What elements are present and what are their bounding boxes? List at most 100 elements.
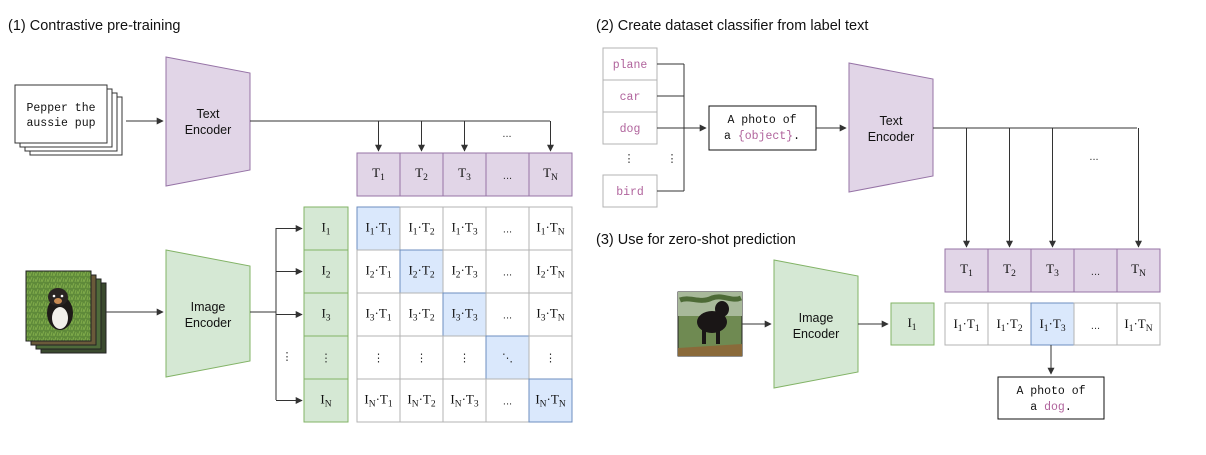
image-encoder-2: Image Encoder — [773, 259, 859, 389]
image-encoder-1-line2: Encoder — [185, 316, 232, 330]
text-embedding-2-T3: T3 — [1046, 261, 1059, 279]
matrix-cell — [528, 335, 573, 380]
section2-title: (2) Create dataset classifier from label… — [596, 18, 868, 34]
image-embedding-cell — [303, 378, 349, 423]
zero-shot-ellipsis: ... — [1091, 320, 1100, 332]
text-embedding-cell-2 — [987, 248, 1032, 293]
text-embedding-cell-2 — [1030, 248, 1075, 293]
matrix-vdots: ⋮ — [416, 353, 427, 365]
text-embedding-cell — [399, 152, 444, 197]
matrix-cell — [442, 206, 487, 251]
text-embedding-cell — [442, 152, 487, 197]
image-embedding-cell — [303, 335, 349, 380]
matrix-cell — [528, 378, 573, 423]
matrix-vdots: ⋮ — [459, 353, 470, 365]
text-embedding-2-TN: TN — [1131, 261, 1146, 279]
prediction-line1: A photo of — [1016, 385, 1085, 398]
zero-shot-score-I1-T3: I1·T3 — [1039, 316, 1065, 334]
label-dog: dog — [620, 123, 641, 136]
matrix-cell — [442, 335, 487, 380]
image-encoder-1: Image Encoder — [165, 249, 251, 378]
matrix-ellipsis: ... — [503, 267, 512, 279]
matrix-score-IN-TN: IN·TN — [535, 392, 566, 410]
image-embedding-i1: I1 — [890, 302, 935, 346]
matrix-score-I1-TN: I1·TN — [536, 220, 564, 238]
text-encoder-2: Text Encoder — [848, 62, 934, 193]
matrix-score-I2-T1: I2·T1 — [365, 263, 391, 281]
image-encoder-2-line2: Encoder — [793, 327, 840, 341]
matrix-score-I2-T3: I2·T3 — [451, 263, 477, 281]
image-embedding-I1: I1 — [321, 220, 330, 238]
template-line1: A photo of — [727, 114, 796, 127]
matrix-vdots: ⋮ — [373, 353, 384, 365]
prediction-box: A photo of a dog. — [997, 376, 1105, 420]
text-card-line2: aussie pup — [26, 117, 95, 130]
section1-title: (1) Contrastive pre-training — [8, 18, 180, 34]
matrix-cell — [356, 206, 401, 251]
image-embedding-cell — [303, 292, 349, 337]
image-encoder-1-line1: Image — [191, 300, 226, 314]
matrix-score-I1-T1: I1·T1 — [365, 220, 391, 238]
matrix-ellipsis: ... — [503, 396, 512, 408]
image-embedding-i1-label: I1 — [907, 315, 916, 333]
dog-photo-stack-icon — [25, 270, 107, 354]
matrix-cell — [485, 378, 530, 423]
text-embedding-cell — [485, 152, 530, 197]
label-box — [602, 47, 658, 81]
label-box — [602, 79, 658, 113]
text-embedding-2-ellipsis: ... — [1091, 266, 1100, 278]
matrix-cell — [399, 378, 444, 423]
label-plane: plane — [613, 59, 648, 72]
label-list-vdots-1: ⋮ — [624, 153, 635, 165]
image-embedding-cell — [303, 206, 349, 251]
text-embedding-T1: T1 — [372, 165, 385, 183]
matrix-cell — [485, 292, 530, 337]
text-embedding-cell-2 — [944, 248, 989, 293]
text-encoder-1-line2: Encoder — [185, 123, 232, 137]
zero-shot-score-I1-TN: I1·TN — [1124, 316, 1152, 334]
matrix-ellipsis: ... — [503, 224, 512, 236]
matrix-vdots: ⋮ — [545, 353, 556, 365]
image-arrows-vdots: ⋮ — [282, 351, 293, 363]
matrix-cell — [485, 335, 530, 380]
text-embedding-cell — [528, 152, 573, 197]
matrix-score-I2-T2: I2·T2 — [408, 263, 434, 281]
text-arrows-ellipsis-2: ... — [1089, 151, 1098, 163]
text-arrows-ellipsis: ... — [502, 128, 511, 140]
matrix-cell — [528, 292, 573, 337]
zero-shot-score-cell — [1073, 302, 1118, 346]
text-embedding-2-T1: T1 — [960, 261, 973, 279]
image-encoder-2-line1: Image — [799, 311, 834, 325]
zero-shot-score-I1-T2: I1·T2 — [996, 316, 1022, 334]
dog-photo-icon — [677, 291, 743, 357]
matrix-cell — [442, 292, 487, 337]
text-encoder-2-line1: Text — [880, 114, 903, 128]
matrix-cell — [528, 206, 573, 251]
zero-shot-score-I1-T1: I1·T1 — [953, 316, 979, 334]
label-car: car — [620, 91, 641, 104]
template-line2: a {object}. — [724, 130, 800, 143]
zero-shot-score-row: I1·T1 I1·T2 I1·T3... I1·TN — [944, 302, 1161, 346]
label-bird: bird — [616, 186, 644, 199]
matrix-score-IN-T1: IN·T1 — [364, 392, 393, 410]
text-encoder-1: Text Encoder — [165, 56, 251, 187]
zero-shot-score-cell — [1116, 302, 1161, 346]
text-embedding-T3: T3 — [458, 165, 471, 183]
text-encoder-2-line2: Encoder — [868, 130, 915, 144]
zero-shot-score-cell — [1030, 302, 1075, 346]
text-embedding-cell — [356, 152, 401, 197]
section3-title: (3) Use for zero-shot prediction — [596, 232, 796, 248]
zero-shot-score-cell — [944, 302, 989, 346]
matrix-score-I3-TN: I3·TN — [536, 306, 564, 324]
label-list: plane car dog bird — [602, 47, 658, 208]
label-list-vdots-2: ⋮ — [667, 153, 678, 165]
matrix-score-IN-T3: IN·T3 — [450, 392, 479, 410]
label-box — [602, 111, 658, 145]
text-encoder-1-line1: Text — [197, 107, 220, 121]
matrix-cell — [356, 335, 401, 380]
